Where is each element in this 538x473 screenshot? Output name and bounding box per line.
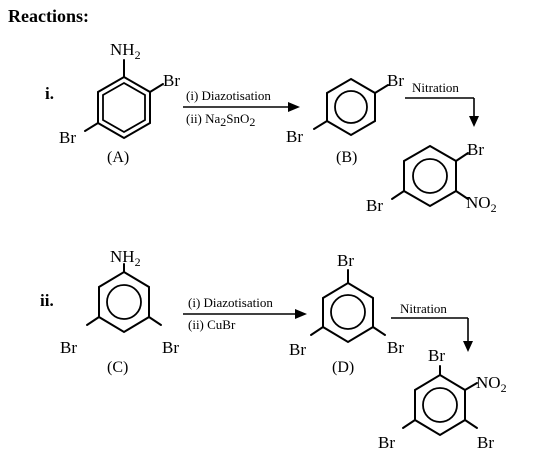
product-i-br-bottom: Br <box>366 196 383 215</box>
compound-a-br-top: Br <box>163 71 180 90</box>
reaction-ii-number: ii. <box>40 291 54 310</box>
reaction-ii-nitration-arrowhead <box>463 341 473 352</box>
reaction-i-nitration-arrowhead <box>469 116 479 127</box>
compound-b-label: (B) <box>336 149 357 166</box>
reaction-ii-arrowhead <box>295 309 307 319</box>
compound-b-br-bottom: Br <box>286 127 303 146</box>
reaction-ii-condition-2: (ii) CuBr <box>188 317 236 332</box>
compound-c-nh2: NH2 <box>110 247 141 269</box>
product-ii-br-left: Br <box>378 433 395 452</box>
reaction-ii-nitration-label: Nitration <box>400 301 447 316</box>
reaction-i-number: i. <box>45 84 54 103</box>
compound-d-br-right: Br <box>387 338 404 357</box>
compound-d-br-left: Br <box>289 340 306 359</box>
compound-c-br-left: Br <box>60 338 77 357</box>
product-ii-ring <box>402 365 478 437</box>
compound-c-ring <box>86 263 162 334</box>
compound-b-br-top: Br <box>387 71 404 90</box>
compound-c-label: (C) <box>107 359 128 376</box>
reaction-ii-condition-1: (i) Diazotisation <box>188 295 273 310</box>
reaction-i-arrowhead <box>288 102 300 112</box>
product-i-br-top: Br <box>467 140 484 159</box>
compound-c-br-right: Br <box>162 338 179 357</box>
compound-b-ring <box>313 77 389 137</box>
compound-d-ring <box>310 269 386 344</box>
product-ii-no2: NO2 <box>476 373 507 395</box>
product-ii-br-right: Br <box>477 433 494 452</box>
compound-a-ring <box>84 59 164 140</box>
reaction-i-nitration-label: Nitration <box>412 80 459 95</box>
heading: Reactions: <box>8 6 89 26</box>
compound-d-label: (D) <box>332 359 354 376</box>
compound-a-label: (A) <box>107 149 129 166</box>
product-i-no2: NO2 <box>466 193 497 215</box>
reaction-i-condition-2: (ii) Na2SnO2 <box>186 111 255 129</box>
compound-d-br-top: Br <box>337 251 354 270</box>
product-ii-br-top: Br <box>428 346 445 365</box>
reaction-i-condition-1: (i) Diazotisation <box>186 88 271 103</box>
compound-a-nh2: NH2 <box>110 40 141 62</box>
product-i-ring <box>391 144 469 208</box>
compound-a-br-bottom: Br <box>59 128 76 147</box>
